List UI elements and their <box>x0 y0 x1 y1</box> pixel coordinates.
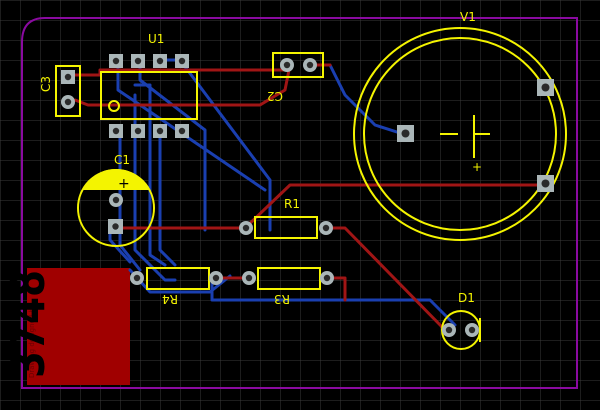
c3-label: C3 <box>39 76 53 92</box>
c1-plus: + <box>118 176 130 192</box>
trace-top[interactable] <box>243 183 547 230</box>
v1-label: V1 <box>460 10 476 24</box>
component-c1[interactable]: + C1 <box>77 153 155 247</box>
component-r3[interactable]: R3 <box>242 267 334 306</box>
r1-label: R1 <box>284 197 300 211</box>
r3-label: R3 <box>274 292 290 306</box>
c1-label: C1 <box>114 153 130 167</box>
u1-label: U1 <box>148 32 164 46</box>
component-r1[interactable]: R1 <box>239 197 333 239</box>
logo-digits: 3748 <box>1 270 55 378</box>
component-r4[interactable]: R4 <box>130 267 223 306</box>
c2-label: C2 <box>267 89 283 103</box>
trace-top[interactable] <box>73 63 292 107</box>
trace-bottom[interactable] <box>158 128 177 267</box>
logo-caption: Drawing designed by <box>28 304 36 378</box>
u1-pads-bottom <box>109 124 189 138</box>
component-d1[interactable]: D1 <box>441 291 481 350</box>
d1-label: D1 <box>458 291 475 305</box>
board-outline <box>21 17 578 389</box>
trace-bottom[interactable] <box>133 83 167 267</box>
component-c2[interactable]: C2 <box>267 52 324 103</box>
u1-pads-top <box>109 54 189 68</box>
component-c3[interactable]: C3 <box>39 65 81 117</box>
r4-label: R4 <box>162 292 178 306</box>
trace-bottom[interactable] <box>133 93 177 282</box>
component-v1[interactable]: + V1 <box>353 10 567 241</box>
v1-plus: + <box>472 160 482 174</box>
component-u1[interactable]: U1 <box>100 32 198 138</box>
logo-block: Drawing designed by 3748 <box>1 268 130 385</box>
